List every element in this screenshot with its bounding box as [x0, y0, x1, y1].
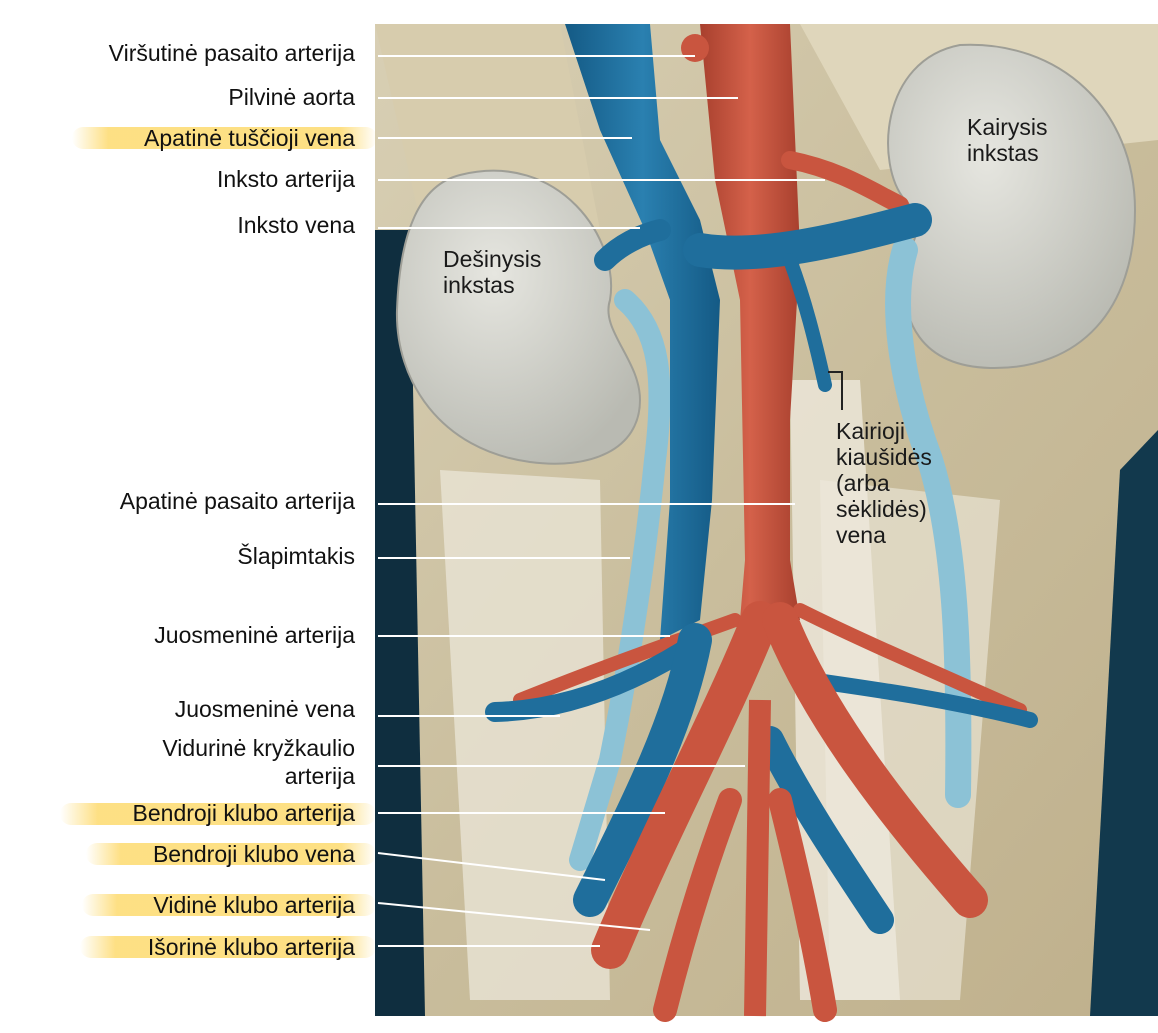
- left-gonadal-vein-shape: [783, 253, 832, 392]
- highlight-common-iliac-artery: [60, 803, 376, 825]
- label-renal-artery: Inksto arterija: [216, 166, 355, 192]
- left-kidney: [887, 43, 1137, 370]
- label-left-gonadal-vein-line1: Kairioji: [836, 418, 906, 444]
- label-lumbar-artery: Juosmeninė arterija: [154, 622, 355, 648]
- label-inferior-vena-cava: Apatinė tuščioji vena: [144, 125, 355, 151]
- label-abdominal-aorta: Pilvinė aorta: [228, 84, 355, 110]
- dark-left-margin: [375, 230, 425, 1016]
- label-left-gonadal-vein-line2: kiaušidės: [836, 444, 932, 470]
- label-lumbar-vein: Juosmeninė vena: [174, 696, 355, 722]
- common-iliac-vein-left: [573, 623, 712, 917]
- leader-lines: [377, 55, 825, 947]
- median-sacral-artery-shape: [744, 699, 771, 1017]
- label-external-iliac-artery: Išorinė klubo arterija: [147, 934, 355, 960]
- label-internal-iliac-artery: Vidinė klubo arterija: [153, 892, 355, 918]
- inferior-vena-cava: [565, 24, 720, 640]
- renal-artery-shape: [781, 151, 909, 214]
- highlight-internal-iliac: [82, 894, 376, 916]
- label-lower-mesenteric-artery: Apatinė pasaito arterija: [119, 488, 355, 514]
- upper-tissue-left: [375, 24, 600, 230]
- upper-mesenteric-stub: [681, 34, 709, 62]
- label-left-kidney: Kairysis inkstas: [967, 114, 1048, 166]
- left-renal-vein-shape: [683, 203, 932, 270]
- dark-right-margin: [1090, 430, 1158, 1016]
- label-left-gonadal-vein-line4: sėklidės): [836, 496, 927, 522]
- label-right-kidney-line2: inkstas: [443, 272, 515, 298]
- label-left-gonadal-vein-line3: (arba: [836, 470, 890, 496]
- label-ureter: Šlapimtakis: [237, 543, 355, 569]
- label-upper-mesenteric-artery: Viršutinė pasaito arterija: [108, 40, 355, 66]
- highlight-vena-cava: [72, 127, 377, 149]
- label-median-sacral-artery-line1: Vidurinė kryžkaulio: [162, 735, 355, 761]
- label-left-gonadal-vein: Kairioji kiaušidės (arba sėklidės) vena: [836, 418, 932, 548]
- abdominal-aorta: [700, 24, 800, 620]
- label-common-iliac-artery: Bendroji klubo arterija: [132, 800, 355, 826]
- common-iliac-vein-right: [756, 726, 894, 934]
- common-iliac-artery-right: [762, 602, 988, 918]
- label-renal-vein: Inksto vena: [237, 212, 355, 238]
- leader-internal-iliac: [377, 902, 651, 931]
- internal-iliac-branch-right: [768, 788, 837, 1022]
- gonadal-vein-bracket: [828, 371, 843, 410]
- highlight-common-iliac-vein: [86, 843, 376, 865]
- lumbar-vein-right: [802, 672, 1038, 728]
- internal-iliac-branch-left: [653, 788, 742, 1022]
- label-left-gonadal-vein-line5: vena: [836, 522, 886, 548]
- highlight-external-iliac: [80, 936, 376, 958]
- label-left-kidney-line1: Kairysis: [967, 114, 1048, 140]
- common-iliac-artery-left: [591, 601, 779, 969]
- label-left-kidney-line2: inkstas: [967, 140, 1039, 166]
- label-median-sacral-artery-line2: arterija: [284, 763, 355, 789]
- label-common-iliac-vein: Bendroji klubo vena: [152, 841, 355, 867]
- right-renal-vein-shape: [594, 219, 671, 271]
- leader-common-iliac-vein: [377, 852, 606, 881]
- lumbar-artery-left: [513, 613, 742, 707]
- psoas-muscle-left: [440, 470, 610, 1000]
- label-right-kidney-line1: Dešinysis: [443, 246, 542, 272]
- label-right-kidney: Dešinysis inkstas: [443, 246, 541, 298]
- lumbar-artery-right: [793, 603, 1027, 717]
